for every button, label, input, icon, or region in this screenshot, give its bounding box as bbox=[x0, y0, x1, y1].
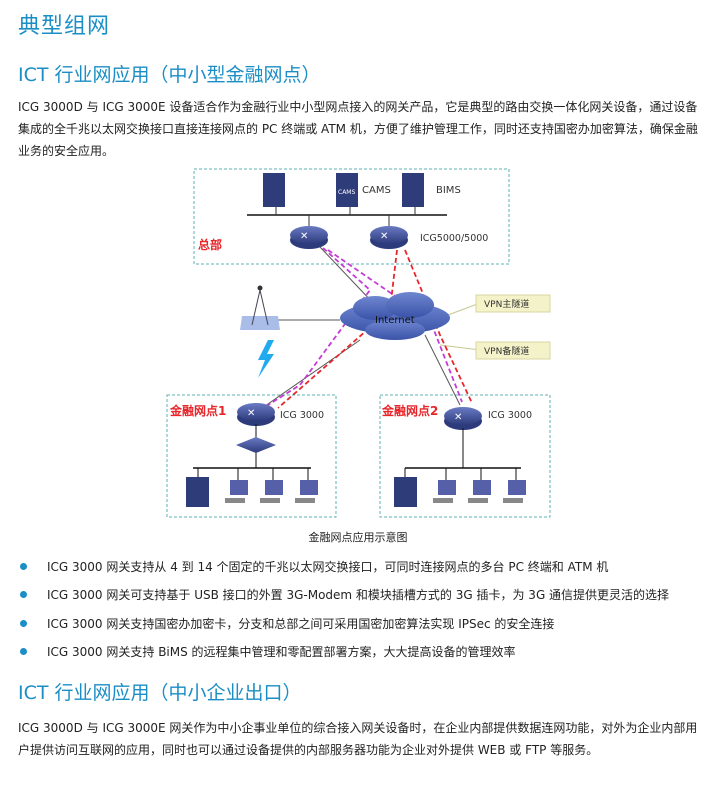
page-title: 典型组网 bbox=[18, 14, 111, 39]
svg-text:✕: ✕ bbox=[300, 231, 308, 242]
feature-bullet: ICG 3000 网关支持从 4 到 14 个固定的千兆以太网交换接口，可同时连… bbox=[20, 558, 608, 575]
internet-cloud-icon bbox=[340, 292, 450, 340]
wireless-bolt-icon bbox=[258, 340, 274, 378]
bims-label: BIMS bbox=[436, 185, 461, 196]
cams-server-icon: CAMS bbox=[336, 173, 358, 215]
server-icon bbox=[263, 173, 285, 215]
hq-label: 总部 bbox=[198, 237, 222, 252]
pc-icon bbox=[468, 468, 491, 503]
pc-icon bbox=[295, 468, 318, 503]
svg-text:CAMS: CAMS bbox=[338, 189, 355, 196]
svg-text:✕: ✕ bbox=[247, 408, 255, 419]
section-paragraph-finance: ICG 3000D 与 ICG 3000E 设备适合作为金融行业中小型网点接入的… bbox=[18, 100, 698, 158]
branch2-router-icon: ✕ bbox=[444, 407, 482, 430]
bims-server-icon bbox=[402, 173, 424, 215]
feature-bullet: ICG 3000 网关支持国密办加密卡，分支和总部之间可采用国密加密算法实现 I… bbox=[20, 615, 554, 632]
pc-icon bbox=[260, 468, 283, 503]
branch1-router-icon: ✕ bbox=[237, 403, 275, 426]
section-paragraph-enterprise: ICG 3000D 与 ICG 3000E 网关作为中小企事业单位的综合接入网关… bbox=[18, 721, 698, 757]
hq-router-icon: ✕ bbox=[290, 226, 328, 249]
switch-icon bbox=[236, 437, 276, 453]
hq-router-icon: ✕ bbox=[370, 226, 408, 249]
vpn-backup-label: VPN备隧道 bbox=[484, 345, 529, 357]
feature-bullet: ICG 3000 网关支持 BiMS 的远程集中管理和零配置部署方案，大大提高设… bbox=[20, 643, 516, 660]
section-heading-enterprise: ICT 行业网应用（中小企业出口） bbox=[18, 682, 302, 704]
server-icon bbox=[186, 468, 209, 507]
hq-zone bbox=[193, 168, 510, 265]
branch2-router-label: ICG 3000 bbox=[488, 410, 532, 421]
hq-router-label: ICG5000/5000 bbox=[420, 233, 488, 244]
primary-tunnel-branch2 bbox=[404, 249, 473, 404]
branch2-label: 金融网点2 bbox=[381, 403, 438, 418]
diagram-caption: 金融网点应用示意图 bbox=[309, 530, 408, 544]
backup-tunnel-branch1 bbox=[267, 247, 372, 406]
vpn-primary-label: VPN主隧道 bbox=[484, 298, 529, 310]
server-icon bbox=[394, 468, 417, 507]
network-diagram: CAMS CAMS BIMS ✕ ✕ ICG5000/5000 总部 Inter… bbox=[166, 168, 551, 544]
pc-icon bbox=[225, 468, 248, 503]
internet-label: Internet bbox=[375, 315, 415, 326]
branch1-label: 金融网点1 bbox=[169, 403, 226, 418]
pc-icon bbox=[433, 468, 456, 503]
section-heading-finance: ICT 行业网应用（中小型金融网点） bbox=[18, 64, 321, 86]
branch1-zone bbox=[166, 394, 337, 518]
branch1-router-label: ICG 3000 bbox=[280, 410, 324, 421]
pc-icon bbox=[503, 468, 526, 503]
branch2-zone bbox=[379, 394, 551, 518]
svg-text:✕: ✕ bbox=[454, 412, 462, 423]
svg-text:✕: ✕ bbox=[380, 231, 388, 242]
feature-bullet: ICG 3000 网关可支持基于 USB 接口的外置 3G-Modem 和模块插… bbox=[20, 586, 669, 603]
cams-label: CAMS bbox=[362, 185, 391, 196]
cell-tower-icon bbox=[240, 285, 280, 330]
